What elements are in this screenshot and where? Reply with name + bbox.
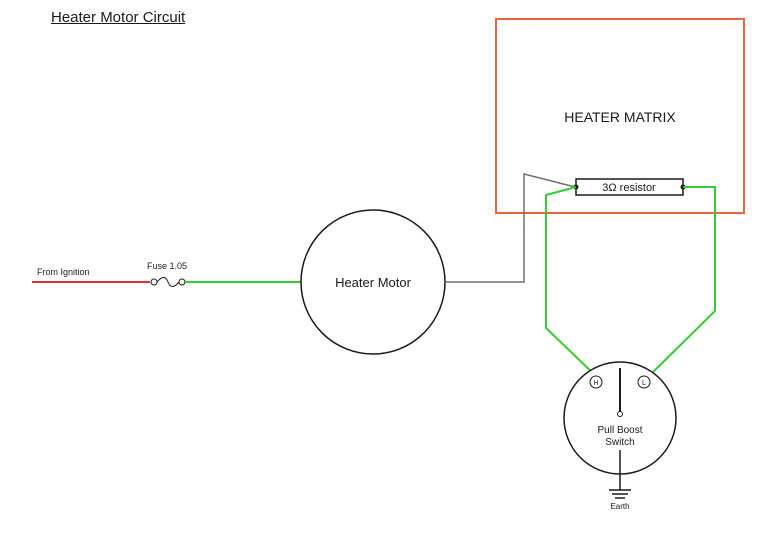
heater-motor <box>300 209 446 355</box>
earth-label: Earth <box>610 502 629 511</box>
switch-label-line1: Pull Boost <box>597 425 642 436</box>
fuse-label: Fuse 1.05 <box>147 261 187 271</box>
heater-matrix-label: HEATER MATRIX <box>564 109 676 125</box>
resistor-label: 3Ω resistor <box>602 182 656 194</box>
heater-matrix-box <box>495 18 745 214</box>
switch-label-line2: Switch <box>605 437 634 448</box>
terminal-high <box>589 375 603 389</box>
terminal-low-label: L <box>642 380 646 387</box>
resistor-to-low-wire <box>648 186 716 377</box>
terminal-high-label: H <box>593 380 598 387</box>
terminal-low <box>637 375 651 389</box>
resistor-to-high-wire <box>545 186 597 377</box>
heater-motor-label: Heater Motor <box>335 275 412 290</box>
fuse-symbol <box>150 277 186 287</box>
motor-to-resistor-wire <box>446 173 576 283</box>
switch-pivot <box>617 411 623 417</box>
earth-icon <box>609 489 631 499</box>
page-title: Heater Motor Circuit <box>51 9 186 26</box>
from-ignition-label: From Ignition <box>37 267 90 277</box>
